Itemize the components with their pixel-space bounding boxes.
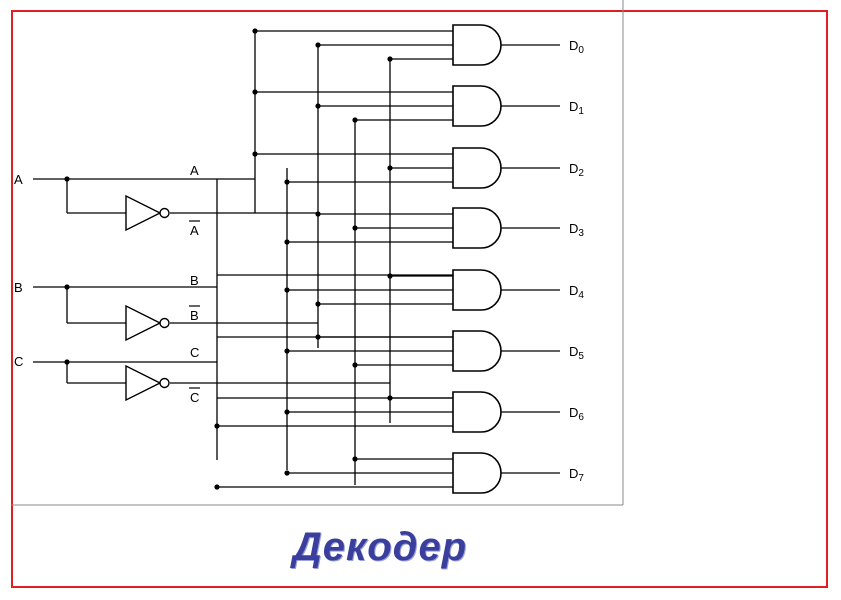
output-label-d5: D5 [569, 344, 584, 362]
junction-dot [252, 89, 258, 95]
and-gate-7 [452, 452, 502, 494]
junction-dot [284, 470, 290, 476]
inverter-triangle [125, 364, 162, 402]
junction-dot [315, 334, 321, 340]
output-label-d3: D3 [569, 221, 584, 239]
junction-dot [64, 176, 70, 182]
junction-dot [252, 28, 258, 34]
output-label-d6: D6 [569, 405, 584, 423]
and-gate-1 [452, 85, 502, 127]
junction-dot [387, 165, 393, 171]
rail-label-c: C [190, 345, 199, 360]
junction-dot [352, 225, 358, 231]
junction-dot [64, 284, 70, 290]
inverter-triangle [125, 194, 162, 232]
junction-dot [387, 273, 393, 279]
junction-dot [315, 42, 321, 48]
and-gates [452, 24, 502, 494]
junction-dot [214, 423, 220, 429]
output-label-d0: D0 [569, 38, 584, 56]
rail-label-b: B [190, 273, 199, 288]
junction-dot [352, 362, 358, 368]
junction-dot [284, 179, 290, 185]
and-gate-0 [452, 24, 502, 66]
rail-label-b-bar: B [190, 308, 199, 323]
and-gate-4 [452, 269, 502, 311]
output-label-d4: D4 [569, 283, 584, 301]
input-label-c: C [14, 354, 23, 369]
and-gate-3 [452, 207, 502, 249]
junction-dot [387, 56, 393, 62]
junction-dot [214, 484, 220, 490]
junction-dots [64, 28, 393, 490]
inverter-bubble [159, 207, 170, 219]
output-label-d1: D1 [569, 99, 584, 117]
output-label-d7: D7 [569, 466, 584, 484]
junction-dot [315, 211, 321, 217]
and-gate-2 [452, 147, 502, 189]
wires [33, 30, 560, 488]
rail-label-a-bar: A [190, 223, 199, 238]
junction-dot [284, 409, 290, 415]
slide-frame [11, 10, 828, 588]
inverter-triangle [125, 304, 162, 342]
junction-dot [284, 287, 290, 293]
junction-dot [284, 348, 290, 354]
and-gate-5 [452, 330, 502, 372]
junction-dot [315, 301, 321, 307]
and-gate-6 [452, 391, 502, 433]
input-label-a: A [14, 172, 23, 187]
rail-label-a: A [190, 163, 199, 178]
junction-dot [352, 456, 358, 462]
junction-dot [315, 103, 321, 109]
junction-dot [387, 395, 393, 401]
rail-label-c-bar: C [190, 390, 199, 405]
inverter-bubble [159, 317, 170, 329]
junction-dot [352, 117, 358, 123]
junction-dot [252, 151, 258, 157]
slide-title: Декодер [292, 525, 468, 569]
inverter-bubble [159, 377, 170, 389]
junction-dot [64, 359, 70, 365]
input-label-b: B [14, 280, 23, 295]
output-label-d2: D2 [569, 161, 584, 179]
inverters [125, 194, 170, 402]
junction-dot [284, 239, 290, 245]
